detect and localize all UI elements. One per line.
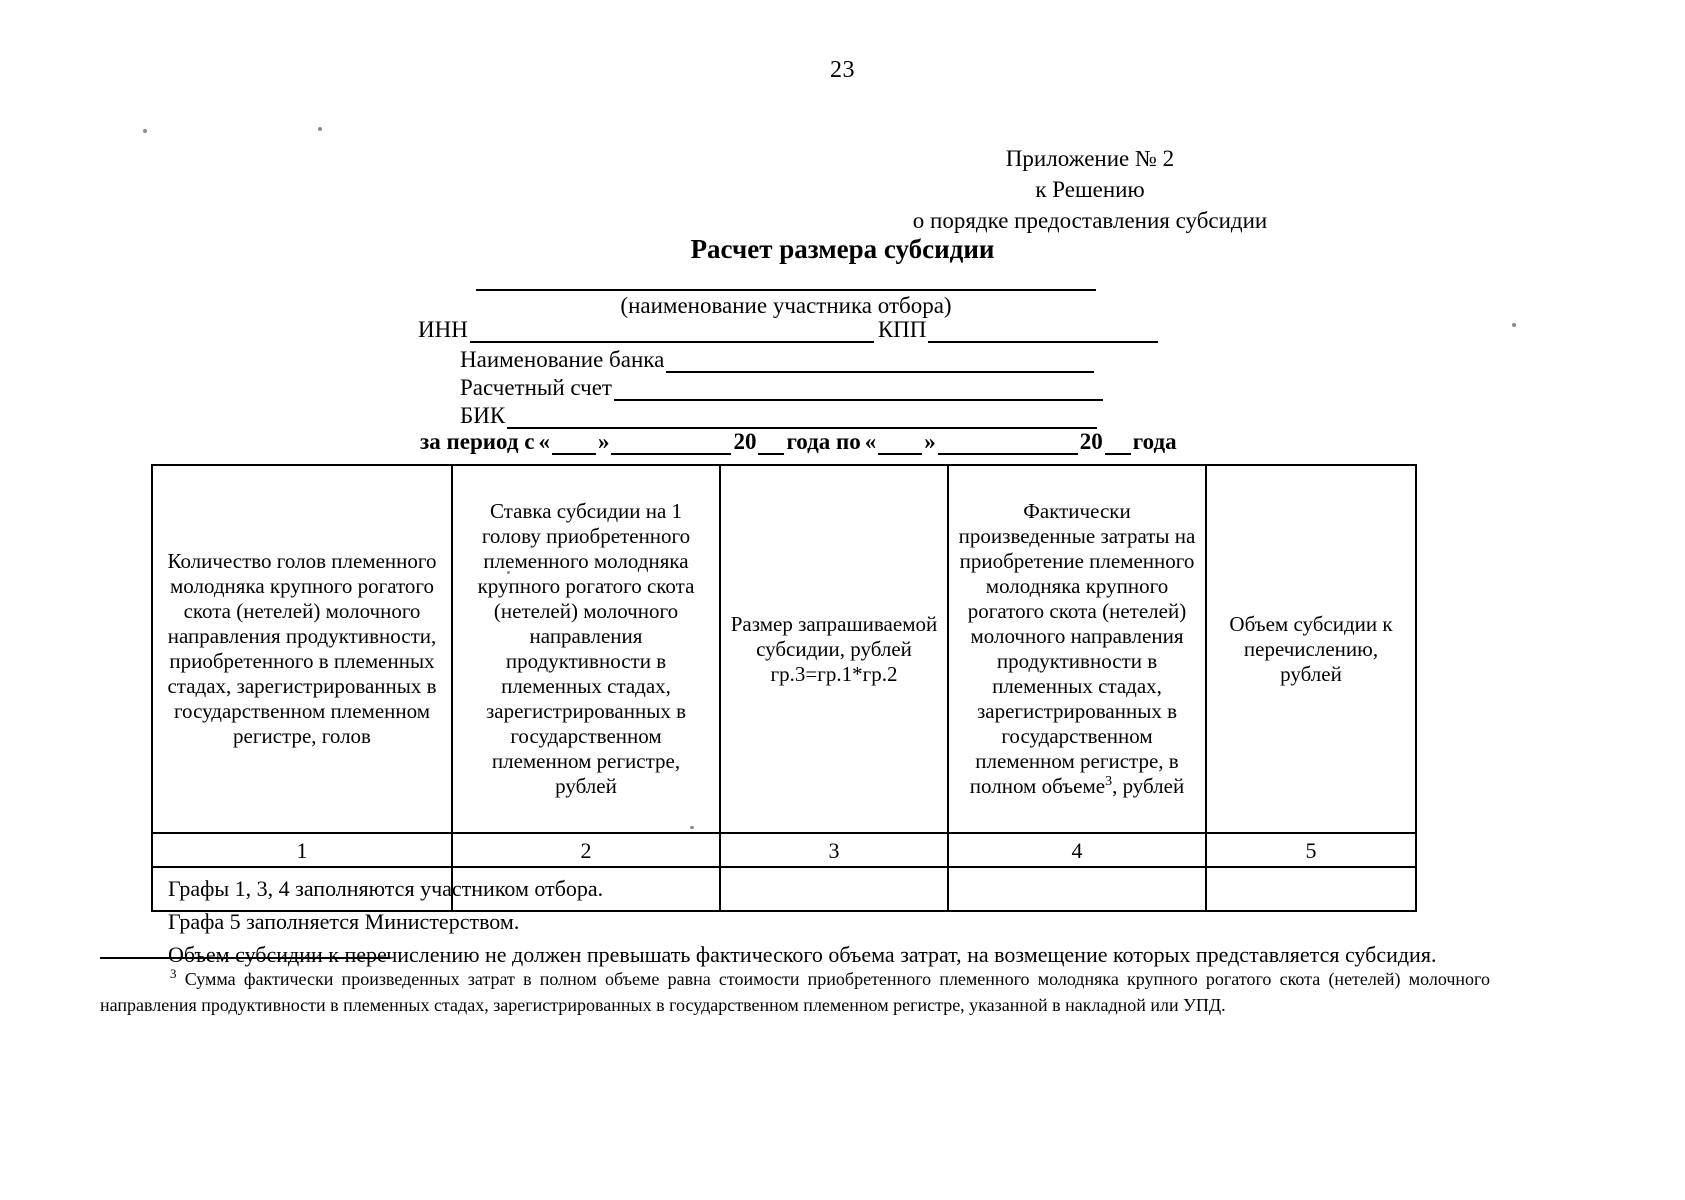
header-cell-heads-count: Количество голов племенного молодняка кр… bbox=[151, 464, 453, 834]
column-number-4: 4 bbox=[947, 832, 1207, 868]
table-header-row: Количество голов племенного молодняка кр… bbox=[151, 464, 1417, 834]
account-row: Расчетный счет bbox=[460, 375, 1103, 401]
appendix-number: Приложение № 2 bbox=[1005, 146, 1175, 171]
header-cell-requested-subsidy: Размер запрашиваемой субсидии, рублей гр… bbox=[719, 464, 949, 834]
data-cell-subsidy-volume[interactable] bbox=[1205, 866, 1417, 912]
note-column-filled-by-ministry: Графа 5 заполняется Министерством. bbox=[168, 909, 520, 934]
table-column-number-row: 1 2 3 4 5 bbox=[151, 832, 1417, 868]
column-number-5: 5 bbox=[1205, 832, 1417, 868]
subsidy-calculation-table: Количество голов племенного молодняка кр… bbox=[151, 464, 1417, 912]
inn-kpp-row: ИНН КПП bbox=[418, 317, 1159, 343]
footnote-3: 3 Сумма фактически произведенных затрат … bbox=[100, 966, 1490, 1018]
data-cell-heads-count[interactable] bbox=[151, 866, 453, 912]
appendix-subject: о порядке предоставления субсидии bbox=[912, 208, 1268, 233]
bank-name-field[interactable] bbox=[666, 349, 1095, 373]
footnote-text: Сумма фактически произведенных затрат в … bbox=[100, 969, 1490, 1015]
organisation-name-caption: (наименование участника отбора) bbox=[620, 293, 952, 318]
period-end-year-field[interactable] bbox=[1104, 432, 1131, 455]
data-cell-subsidy-rate[interactable] bbox=[451, 866, 721, 912]
header-cell-subsidy-rate: Ставка субсидии на 1 голову приобретенно… bbox=[451, 464, 721, 834]
footnote-number: 3 bbox=[170, 966, 177, 981]
inn-field[interactable] bbox=[469, 319, 874, 343]
account-field[interactable] bbox=[613, 377, 1103, 401]
period-middle-text: года по bbox=[786, 429, 861, 454]
bank-name-label: Наименование банка bbox=[460, 347, 665, 372]
period-quote-close-1: » bbox=[597, 429, 610, 454]
actual-costs-text-after: , рублей bbox=[1112, 774, 1185, 798]
account-label: Расчетный счет bbox=[460, 375, 612, 400]
organisation-name-rule[interactable] bbox=[476, 289, 1096, 291]
page-number: 23 bbox=[830, 57, 855, 83]
column-number-2: 2 bbox=[451, 832, 721, 868]
note-subsidy-volume-limit: Объем субсидии к перечислению не должен … bbox=[168, 942, 1437, 967]
kpp-field[interactable] bbox=[928, 319, 1159, 343]
scan-speck bbox=[1512, 323, 1516, 327]
bik-label: БИК bbox=[460, 403, 506, 428]
column-number-1: 1 bbox=[151, 832, 453, 868]
period-quote-open-2: « bbox=[864, 429, 877, 454]
period-year-2: 20 bbox=[1079, 429, 1103, 454]
footnote-separator bbox=[100, 957, 390, 959]
period-year-1: 20 bbox=[733, 429, 757, 454]
period-end-day-field[interactable] bbox=[878, 432, 923, 455]
table-notes: Графы 1, 3, 4 заполняются участником отб… bbox=[168, 872, 1437, 971]
scan-speck bbox=[143, 129, 147, 133]
table-row bbox=[151, 866, 1417, 912]
scan-speck bbox=[318, 127, 322, 131]
period-end-month-field[interactable] bbox=[937, 432, 1078, 455]
period-suffix: года bbox=[1132, 429, 1177, 454]
period-quote-open-1: « bbox=[538, 429, 550, 454]
bik-field[interactable] bbox=[507, 405, 1098, 429]
header-cell-actual-costs: Фактически произведенные затраты на прио… bbox=[947, 464, 1207, 834]
inn-label: ИНН bbox=[418, 317, 468, 342]
appendix-reference: Приложение № 2 к Решению о порядке предо… bbox=[760, 143, 1420, 236]
header-cell-subsidy-volume: Объем субсидии к перечислению, рублей bbox=[1205, 464, 1417, 834]
page-title: Расчет размера субсидии bbox=[690, 234, 995, 264]
footnote-marker-3: 3 bbox=[1105, 774, 1113, 789]
period-prefix: за период с bbox=[420, 429, 535, 454]
period-row: за период с « » 20 года по « » 20 года bbox=[418, 429, 1179, 455]
appendix-to-decision: к Решению bbox=[1035, 177, 1145, 202]
column-number-3: 3 bbox=[719, 832, 949, 868]
bik-row: БИК bbox=[460, 403, 1098, 429]
data-cell-requested-subsidy[interactable] bbox=[719, 866, 949, 912]
actual-costs-text-before: Фактически произведенные затраты на прио… bbox=[958, 499, 1196, 798]
bank-name-row: Наименование банка bbox=[460, 347, 1095, 373]
data-cell-actual-costs[interactable] bbox=[947, 866, 1207, 912]
period-start-year-field[interactable] bbox=[758, 432, 785, 455]
note-columns-filled-by-participant: Графы 1, 3, 4 заполняются участником отб… bbox=[168, 876, 604, 901]
period-start-day-field[interactable] bbox=[551, 432, 596, 455]
kpp-label: КПП bbox=[877, 317, 927, 342]
period-start-month-field[interactable] bbox=[611, 432, 732, 455]
period-quote-close-2: » bbox=[924, 429, 936, 454]
